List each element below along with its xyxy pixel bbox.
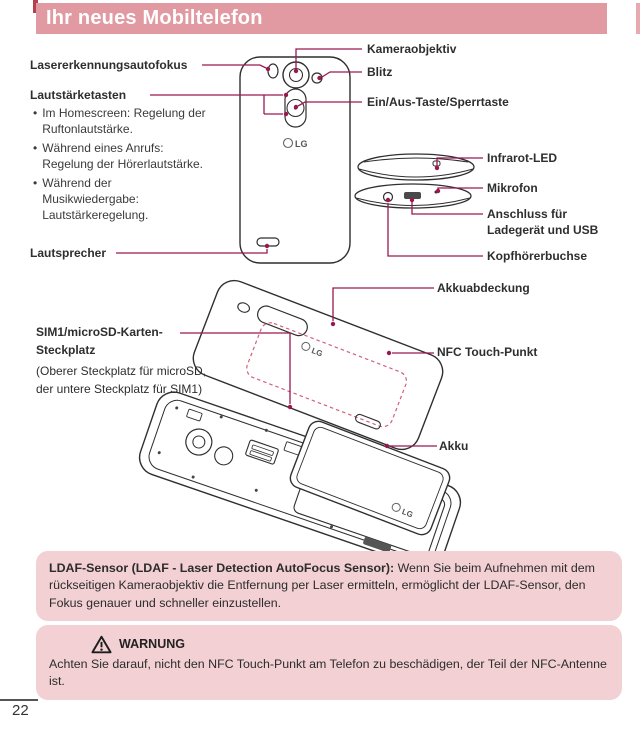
- cover-lg-logo: LG: [310, 346, 324, 358]
- label-battery-cover: Akkuabdeckung: [437, 281, 530, 295]
- list-item: • Im Homescreen: Regelung der Ruftonlaut…: [33, 106, 206, 136]
- power-button: [286, 98, 305, 118]
- flash: [311, 72, 323, 84]
- cover-speaker-hole: [355, 413, 381, 430]
- title-accent-notch: [33, 0, 38, 13]
- label-volume-keys: Lautstärketasten: [30, 88, 127, 102]
- label-nfc-touch-point: NFC Touch-Punkt: [437, 345, 538, 359]
- label-camera-lens: Kameraobjektiv: [367, 42, 457, 56]
- page-title: Ihr neues Mobiltelefon: [46, 7, 263, 29]
- label-microphone: Mikrofon: [487, 181, 538, 195]
- warning-title: WARNUNG: [119, 636, 185, 651]
- label-sim-slot: SIM1/microSD-Karten- Steckplatz (Oberer …: [36, 325, 207, 396]
- battery-lg-logo: LG: [401, 507, 415, 519]
- cover-camera-hole: [257, 305, 308, 337]
- note-body-text: Wenn Sie beim Aufnehmen mit dem rückseit…: [49, 561, 596, 610]
- lg-logo-text: LG: [295, 139, 308, 149]
- label-speaker: Lautsprecher: [30, 246, 107, 260]
- label-infrared-led: Infrarot-LED: [487, 151, 557, 165]
- label-flash: Blitz: [367, 65, 393, 79]
- lg-logo-mark: [282, 137, 294, 149]
- callout-lines: [116, 48, 483, 449]
- list-item: • Während der Musikwiedergabe: Lautstärk…: [33, 176, 149, 222]
- volume-rocker: [284, 88, 307, 128]
- label-charger-usb-port: Anschluss für Ladegerät und USB: [487, 207, 599, 237]
- rear-phone-illustration: LG: [239, 56, 351, 264]
- label-battery: Akku: [439, 439, 469, 453]
- list-item: • Während eines Anrufs: Regelung der Hör…: [33, 141, 203, 171]
- battery-illustration: LG: [289, 420, 451, 536]
- page-number-rule: [0, 699, 38, 701]
- cover-flash-hole: [237, 302, 251, 313]
- warning-triangle-icon: [91, 635, 112, 654]
- chapter-title-bar: Ihr neues Mobiltelefon: [36, 3, 607, 34]
- body-camera-module: [185, 428, 213, 456]
- note-bold-lead: LDAF-Sensor (LDAF - Laser Detection Auto…: [49, 561, 395, 575]
- sim-card-slots: [245, 439, 279, 465]
- volume-keys-bullet-list: • Im Homescreen: Regelung der Ruftonlaut…: [33, 106, 213, 227]
- page-number: 22: [12, 702, 29, 719]
- scan-edge-artifact: [636, 3, 640, 34]
- warning-header: WARNUNG: [91, 635, 609, 654]
- bullet-icon: •: [33, 106, 38, 120]
- warning-body-text: Achten Sie darauf, nicht den NFC Touch-P…: [49, 657, 607, 689]
- label-power-lock-key: Ein/Aus-Taste/Sperrtaste: [367, 95, 509, 109]
- ldaf-sensor-note-box: LDAF-Sensor (LDAF - Laser Detection Auto…: [36, 551, 622, 622]
- bullet-icon: •: [33, 176, 38, 191]
- usb-port: [404, 192, 421, 199]
- label-laser-autofocus: Lasererkennungsautofokus: [30, 58, 188, 72]
- battery-cover-illustration: LG: [192, 279, 444, 451]
- bullet-icon: •: [33, 141, 38, 156]
- nfc-antenna-outline: [246, 322, 408, 428]
- warning-box: WARNUNG Achten Sie darauf, nicht den NFC…: [36, 625, 622, 700]
- edge-views-illustration: [354, 153, 475, 209]
- label-headphone-jack: Kopfhörerbuchse: [487, 249, 588, 263]
